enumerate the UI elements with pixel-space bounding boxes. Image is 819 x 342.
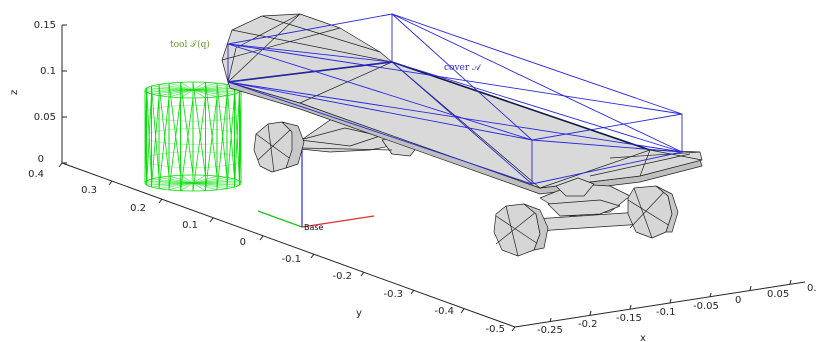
y-tick-label: -0.1 bbox=[281, 254, 301, 265]
plot-axes bbox=[58, 24, 806, 332]
tool-mesh-edge bbox=[158, 84, 170, 177]
tool-mesh-edge bbox=[216, 83, 228, 178]
tool-mesh-edge bbox=[192, 97, 206, 192]
x-tick-label: -0.2 bbox=[578, 319, 598, 330]
tool-mesh-edge bbox=[180, 81, 194, 91]
y-tick-label: 0 bbox=[240, 237, 246, 248]
tool-mesh-edge bbox=[180, 182, 194, 192]
tool-mesh-edge bbox=[226, 84, 235, 180]
x-tick-label: -0.05 bbox=[693, 301, 719, 312]
z-tick-label: 0.05 bbox=[34, 112, 56, 123]
tool-mesh-edge bbox=[146, 87, 152, 180]
tool-mesh-edge bbox=[192, 182, 235, 188]
tool-mesh-edge bbox=[192, 81, 206, 176]
tool-mesh-edge bbox=[205, 96, 218, 191]
tool-mesh-edge bbox=[151, 85, 194, 91]
tool-mesh-edge bbox=[158, 176, 194, 184]
tool-mesh-edge bbox=[192, 89, 206, 99]
z-tick-label: 0.1 bbox=[40, 66, 56, 77]
y-tick-label: -0.4 bbox=[434, 306, 454, 317]
x-tick-label: 0. bbox=[807, 283, 817, 294]
x-tick-label: -0.15 bbox=[616, 313, 642, 324]
tool-mesh-edge bbox=[192, 89, 228, 97]
tool-mesh-edge bbox=[158, 96, 170, 189]
x-tick-label: 0 bbox=[735, 295, 741, 306]
tool-mesh-edge bbox=[192, 182, 206, 192]
tool-mesh-edge bbox=[180, 82, 194, 176]
tool-label: tool 𝒯(q) bbox=[170, 39, 210, 50]
y-tick-label: 0.3 bbox=[81, 185, 97, 196]
tool-mesh-edge bbox=[192, 180, 240, 184]
tool-cylinder-mesh bbox=[144, 81, 242, 192]
x-axis-label: x bbox=[640, 333, 646, 342]
z-axis-label: z bbox=[9, 90, 20, 95]
tool-mesh-edge bbox=[158, 83, 194, 91]
tool-mesh-edge bbox=[151, 178, 194, 184]
tool-mesh-edge bbox=[192, 174, 206, 184]
skateboard-model bbox=[221, 13, 703, 257]
y-tick-label: -0.2 bbox=[332, 271, 352, 282]
tool-mesh-edge bbox=[168, 89, 194, 98]
tool-mesh-edge bbox=[168, 97, 181, 190]
frame-y-axis bbox=[257, 210, 303, 228]
tool-mesh-edge bbox=[192, 89, 218, 98]
tool-mesh-edge bbox=[168, 182, 194, 191]
base-frame bbox=[257, 150, 375, 228]
y-axis-label: y bbox=[356, 308, 362, 319]
z-tick-label: 0.15 bbox=[34, 20, 56, 31]
y-tick-label: -0.5 bbox=[485, 324, 505, 335]
tool-mesh-edge bbox=[192, 182, 228, 190]
tool-mesh-edge bbox=[180, 97, 194, 191]
tool-mesh-edge bbox=[192, 175, 218, 184]
tool-mesh-edge bbox=[238, 87, 242, 184]
x-tick-label: -0.1 bbox=[656, 307, 676, 318]
y-tick-label: 0.1 bbox=[182, 220, 198, 231]
z-tick-label: 0 bbox=[38, 154, 44, 165]
x-tick-label: -0.25 bbox=[537, 325, 563, 336]
frame-x-axis bbox=[301, 215, 375, 228]
tool-mesh-edge bbox=[192, 82, 218, 91]
y-tick-label: -0.3 bbox=[383, 289, 403, 300]
tool-mesh-edge bbox=[216, 95, 228, 190]
tool-mesh-edge bbox=[234, 85, 240, 181]
tool-mesh-edge bbox=[151, 85, 160, 178]
tool-mesh-edge bbox=[168, 83, 181, 176]
tool-mesh-edge bbox=[168, 175, 194, 184]
tool-mesh-edge bbox=[192, 81, 206, 91]
cover-label: cover 𝒜 bbox=[444, 63, 482, 73]
tool-mesh-edge bbox=[151, 95, 160, 188]
y-tick-label: 0.4 bbox=[28, 169, 44, 180]
rear-truck bbox=[253, 117, 419, 173]
x-tick-label: 0.05 bbox=[767, 289, 789, 300]
y-tick-label: 0.2 bbox=[130, 203, 146, 214]
tool-mesh-edge bbox=[205, 82, 218, 177]
base-label: Base bbox=[304, 223, 324, 232]
cover-bounding-box bbox=[227, 13, 684, 185]
tool-mesh-edge bbox=[180, 174, 194, 184]
tool-mesh-edge bbox=[192, 182, 218, 191]
front-truck bbox=[493, 177, 679, 257]
tool-mesh-edge bbox=[226, 93, 235, 189]
